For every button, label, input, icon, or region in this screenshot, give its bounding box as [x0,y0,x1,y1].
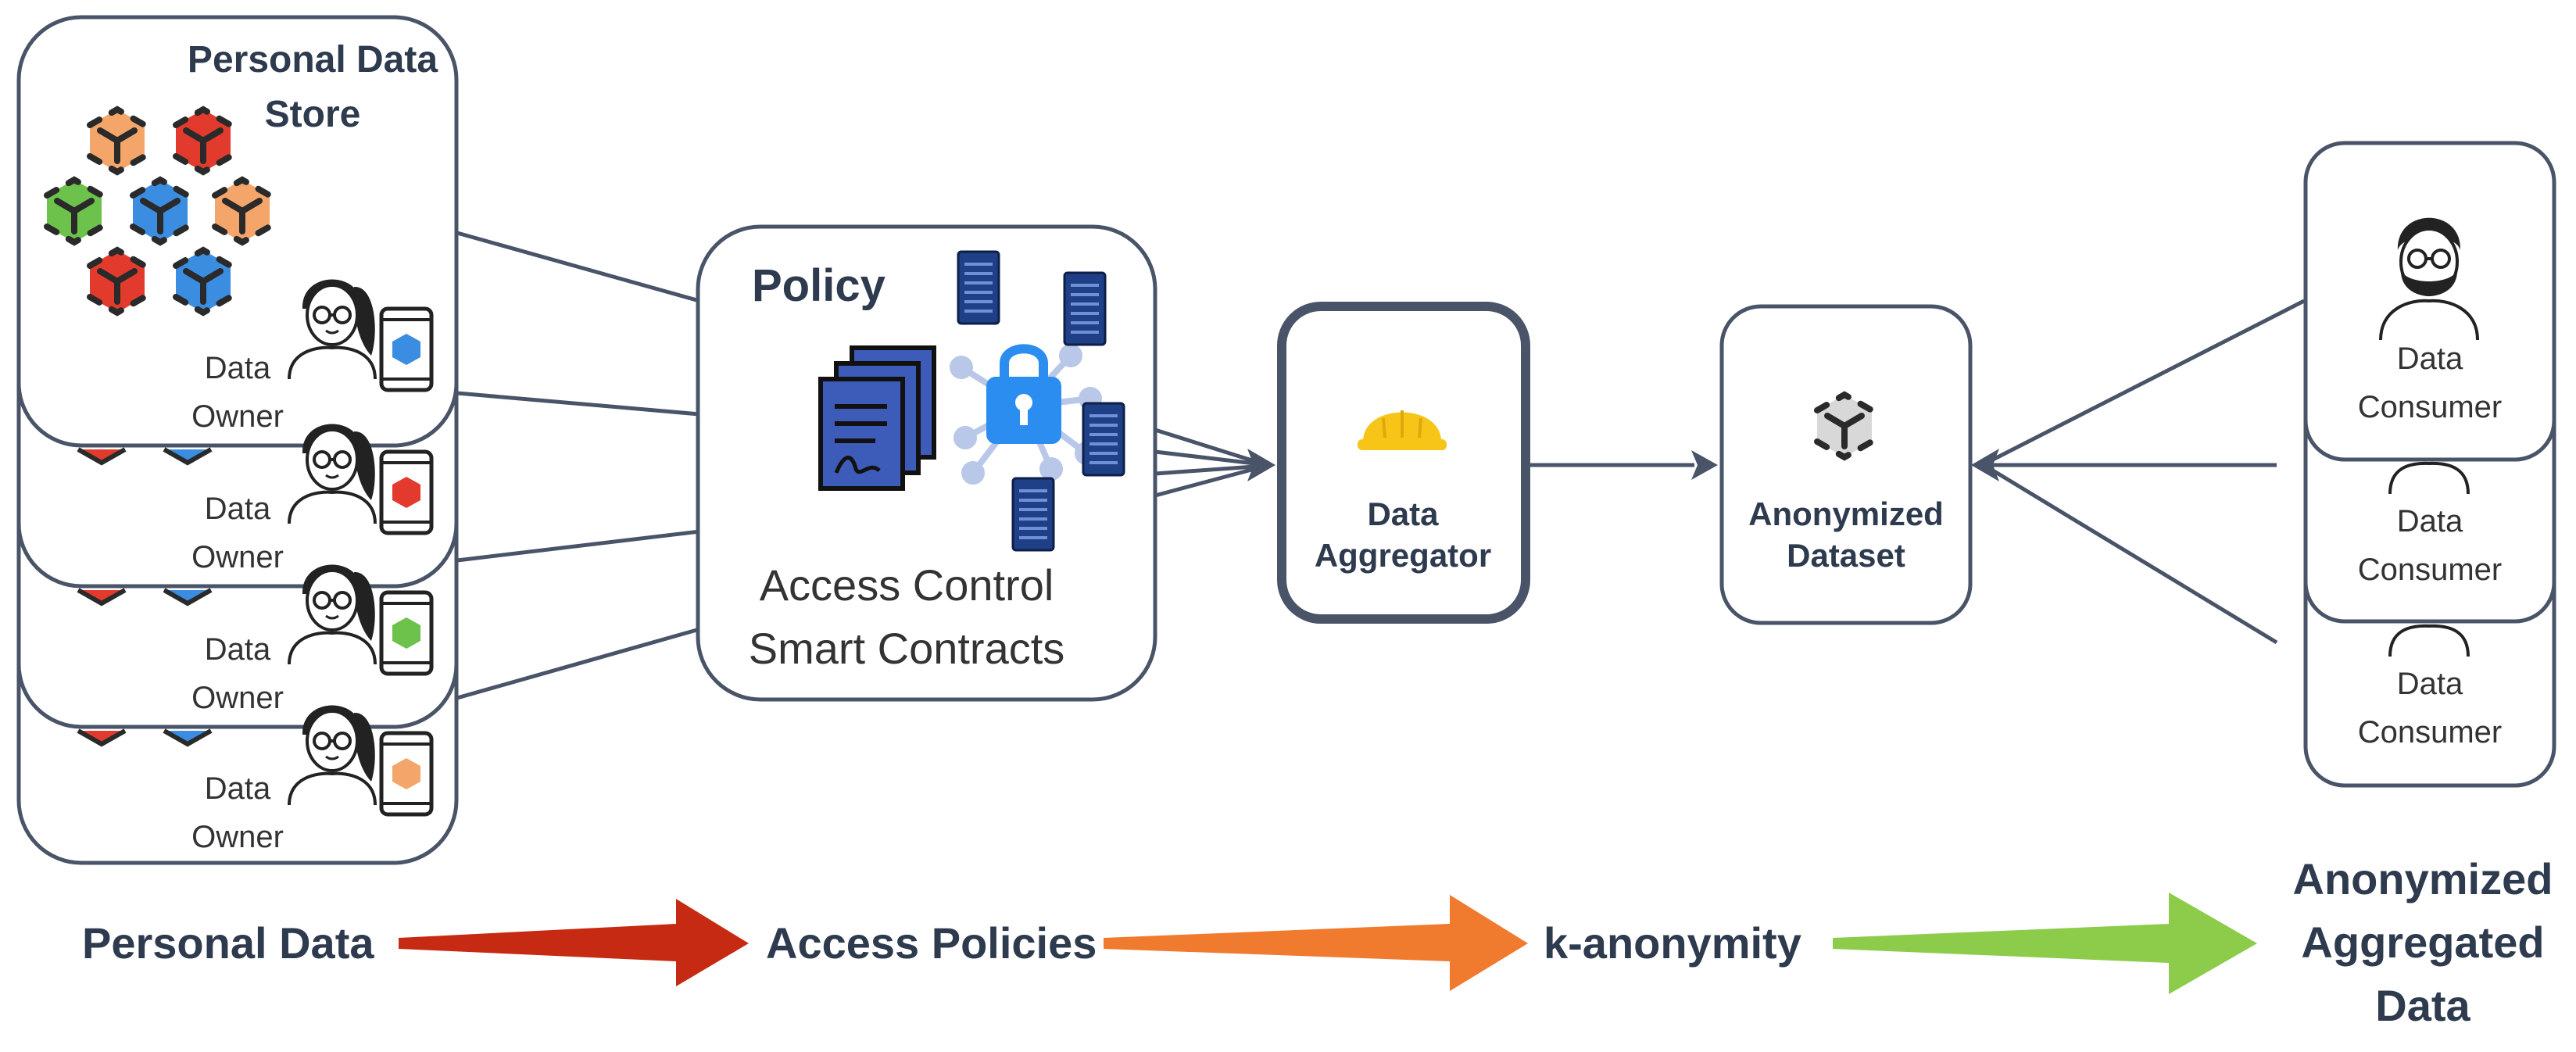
server-icon-2 [1063,271,1107,346]
document-stack-icon [818,345,936,491]
store-title: Personal Data Store [187,39,438,135]
owner-phone-icon-3 [381,592,431,674]
dataset-label: Anonymized Dataset [1748,496,1944,574]
lock-icon [986,344,1061,444]
flow-arrow-orange [1104,895,1528,991]
flow-step-personal-data: Personal Data [82,918,374,968]
policy-title: Policy [752,260,886,311]
owner-phone-icon-1 [381,309,431,390]
flow-step-access-policies: Access Policies [766,918,1097,968]
consumer-arrowhead [1971,449,1999,481]
card-3-cube-fragments [77,588,213,607]
dataset-box [1719,304,1973,625]
owner-phone-icon-4 [381,733,431,814]
server-icon-4 [1011,477,1055,552]
flow-step-anonymized-aggregated-data: Anonymized Aggregated Data [2292,854,2553,1031]
server-icon-3 [1082,402,1125,477]
dataset-arrowhead [1691,450,1718,480]
aggregator-arrowhead [1247,449,1275,481]
aggregator-label: Data Aggregator [1314,496,1492,574]
hard-hat-icon [1358,410,1447,450]
card-4-cube-fragments [77,728,213,747]
flow-step-k-anonymity: k-anonymity [1544,918,1801,968]
policy-to-aggregator-arrows [1154,428,1255,498]
policy-subtitle: Access Control Smart Contracts [748,560,1065,674]
policy-box [696,224,1157,702]
gray-cube-icon [1817,395,1872,457]
flow-arrow-green [1833,893,2257,994]
flow-arrow-red [399,899,749,986]
consumer-3-shoulders [2388,624,2470,657]
card-2-cube-fragments [77,447,213,466]
owner-phone-icon-2 [381,452,431,533]
aggregator-box [1277,302,1530,624]
consumer-2-shoulders [2388,461,2470,495]
consumer-to-dataset-lines [1991,299,2306,645]
owner-to-policy-connectors [456,231,700,700]
server-icon-1 [957,250,1000,325]
